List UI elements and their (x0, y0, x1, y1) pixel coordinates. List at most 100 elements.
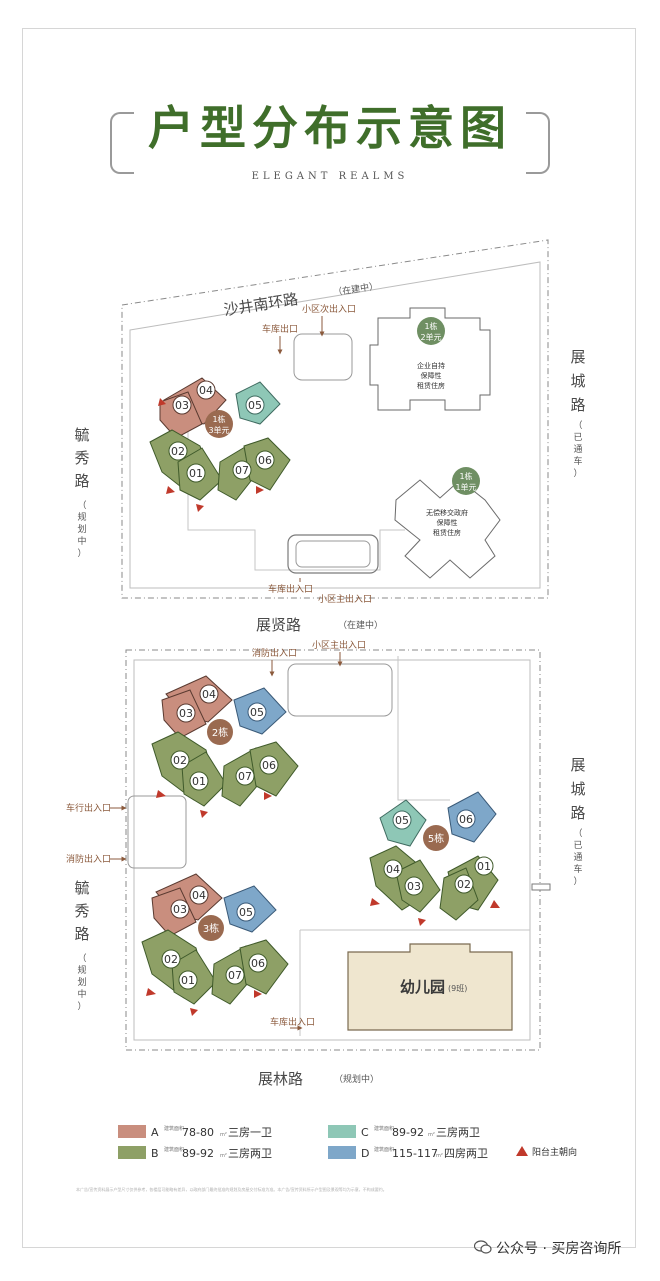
title-wrap: 户型分布示意图 (0, 92, 660, 158)
legend-unit-d: m² (436, 1153, 443, 1159)
west-road-upper: 毓 秀 路 （ 规 划 中 ） (74, 426, 89, 559)
unit-03-label-t5: 03 (407, 880, 421, 893)
road-east-upper-s5: ） (573, 468, 582, 479)
balcony-legend-icon (516, 1146, 528, 1156)
unit-07-badge-t2 (235, 766, 255, 786)
unit-06-badge-t5 (456, 809, 476, 829)
rental-free-line2: 保障性 (437, 518, 458, 527)
unit-03-upper (159, 391, 203, 439)
unit-01-label-upper: 01 (189, 467, 203, 480)
road-west-lower-c1: 毓 (74, 879, 89, 897)
unit-03-badge-upper (172, 395, 192, 415)
balcony-arrow (166, 486, 175, 494)
balcony-arrow (156, 790, 166, 798)
unit-01-badge-t3 (178, 970, 198, 990)
road-middle: 展贤路 (256, 616, 301, 634)
tower-1-1-line2: 1单元 (455, 482, 476, 492)
unit-07-label-t2: 07 (238, 770, 252, 783)
page-frame (22, 28, 636, 1248)
legend-swatch-b (118, 1146, 146, 1159)
rental-free-line1: 无偿移交政府 (426, 508, 468, 517)
legend-letter-a: A (151, 1126, 159, 1139)
unit-05-label-t5: 05 (395, 814, 409, 827)
legend-label-c: 建筑面积 (374, 1125, 394, 1132)
tower-3-cluster: 04 03 05 02 01 07 06 3栋 (141, 873, 289, 1016)
unit-05-badge-t3 (236, 902, 256, 922)
balcony-arrow (418, 918, 426, 926)
unit-01-label-t3: 01 (181, 974, 195, 987)
road-east-lower-s4: 车 (573, 863, 582, 875)
tower-3-badge (198, 915, 224, 941)
gate-garage-exit-upper: 车库出口 (262, 323, 298, 335)
rental-self-line3: 租赁住房 (417, 381, 445, 390)
legend-label-b: 建筑面积 (164, 1146, 184, 1153)
balcony-arrow (196, 504, 204, 512)
legend-swatch-d (328, 1146, 356, 1159)
unit-06-label-t3: 06 (251, 957, 265, 970)
legend-letter-c: C (361, 1126, 369, 1139)
rental-self-line2: 保障性 (421, 371, 442, 380)
unit-07-label-upper: 07 (235, 464, 249, 477)
east-road-lower: 展 城 路 （ 已 通 车 ） (570, 756, 585, 887)
legend-letter-b: B (151, 1147, 159, 1160)
unit-02-label-t5: 02 (457, 878, 471, 891)
tower-1-1-badge (452, 467, 480, 495)
road-east-upper-c2: 城 (570, 372, 585, 390)
balcony-arrow (490, 900, 500, 908)
road-west-lower-s1: （ (77, 953, 86, 964)
page-subtitle: ELEGANT REALMS (251, 171, 409, 182)
unit-03-label-upper: 03 (175, 399, 189, 412)
disclaimer: 本广告/宣传资料展示户型尺寸仅供参考，各楼层可能略有差异，以政府部门最终批准的规… (76, 1187, 387, 1192)
rental-self-building (369, 307, 491, 411)
road-east-lower-s2: 已 (573, 840, 582, 851)
west-road-lower: 毓 秀 路 （ 规 划 中 ） (74, 879, 89, 1012)
upper-gate-inner (295, 540, 371, 568)
balcony-arrow (190, 1008, 198, 1016)
unit-03-badge-t3 (170, 899, 190, 919)
gate-garage-entrance-lower: 车库出入口 (270, 1016, 315, 1028)
east-road-upper: 展 城 路 （ 已 通 车 ） (570, 348, 585, 479)
road-west-lower-s3: 划 (77, 976, 86, 988)
road-west-upper-s4: 中 (77, 535, 86, 547)
tower-2-cluster: 04 03 05 02 01 07 06 2栋 (151, 675, 299, 818)
unit-07-badge-t3 (225, 965, 245, 985)
road-west-upper-c1: 毓 (74, 426, 89, 444)
unit-02-badge-t3 (161, 949, 181, 969)
unit-04-label-upper: 04 (199, 384, 213, 397)
unit-01-label-t2: 01 (192, 775, 206, 788)
road-west-lower-s5: ） (77, 1001, 86, 1012)
unit-06-badge-t3 (248, 953, 268, 973)
legend-area-d: 115-117 (392, 1147, 438, 1160)
road-middle-status: （在建中） (338, 619, 383, 631)
tower-5-badge (423, 825, 449, 851)
unit-01-label-t5: 01 (477, 860, 491, 873)
balcony-arrow (256, 486, 264, 494)
east-gate-bar (531, 883, 551, 891)
road-east-lower-s3: 通 (573, 852, 582, 863)
gate-fire-entrance-top: 消防出入口 (252, 647, 297, 659)
unit-07-label-t3: 07 (228, 969, 242, 982)
legend-unit-c: m² (428, 1132, 435, 1138)
upper-site-inner (129, 261, 541, 589)
tower-2-badge (207, 719, 233, 745)
road-west-upper-s2: 规 (77, 512, 86, 523)
lower-site-boundary (125, 649, 541, 1051)
road-south-status: （规划中） (334, 1073, 379, 1085)
legend-area-c: 89-92 (392, 1126, 424, 1139)
unit-03-badge-t5 (404, 876, 424, 896)
legend: A 建筑面积 78-80 m² 三房一卫 B 建筑面积 89-92 m² 三房两… (118, 1125, 577, 1160)
road-east-lower-c1: 展 (570, 756, 585, 774)
upper-inner-road (187, 420, 405, 571)
rental-self-line1: 企业自持 (417, 361, 445, 370)
legend-type-a: 三房一卫 (228, 1126, 272, 1139)
road-west-upper-s1: （ (77, 500, 86, 511)
road-west-lower-c2: 秀 (74, 902, 89, 920)
unit-04-badge-t5 (383, 859, 403, 879)
unit-03-label-t3: 03 (173, 903, 187, 916)
unit-01-badge-upper (186, 463, 206, 483)
kindergarten-name: 幼儿园 (400, 978, 445, 996)
road-east-upper-c1: 展 (570, 348, 585, 366)
unit-02-label-upper: 02 (171, 445, 185, 458)
